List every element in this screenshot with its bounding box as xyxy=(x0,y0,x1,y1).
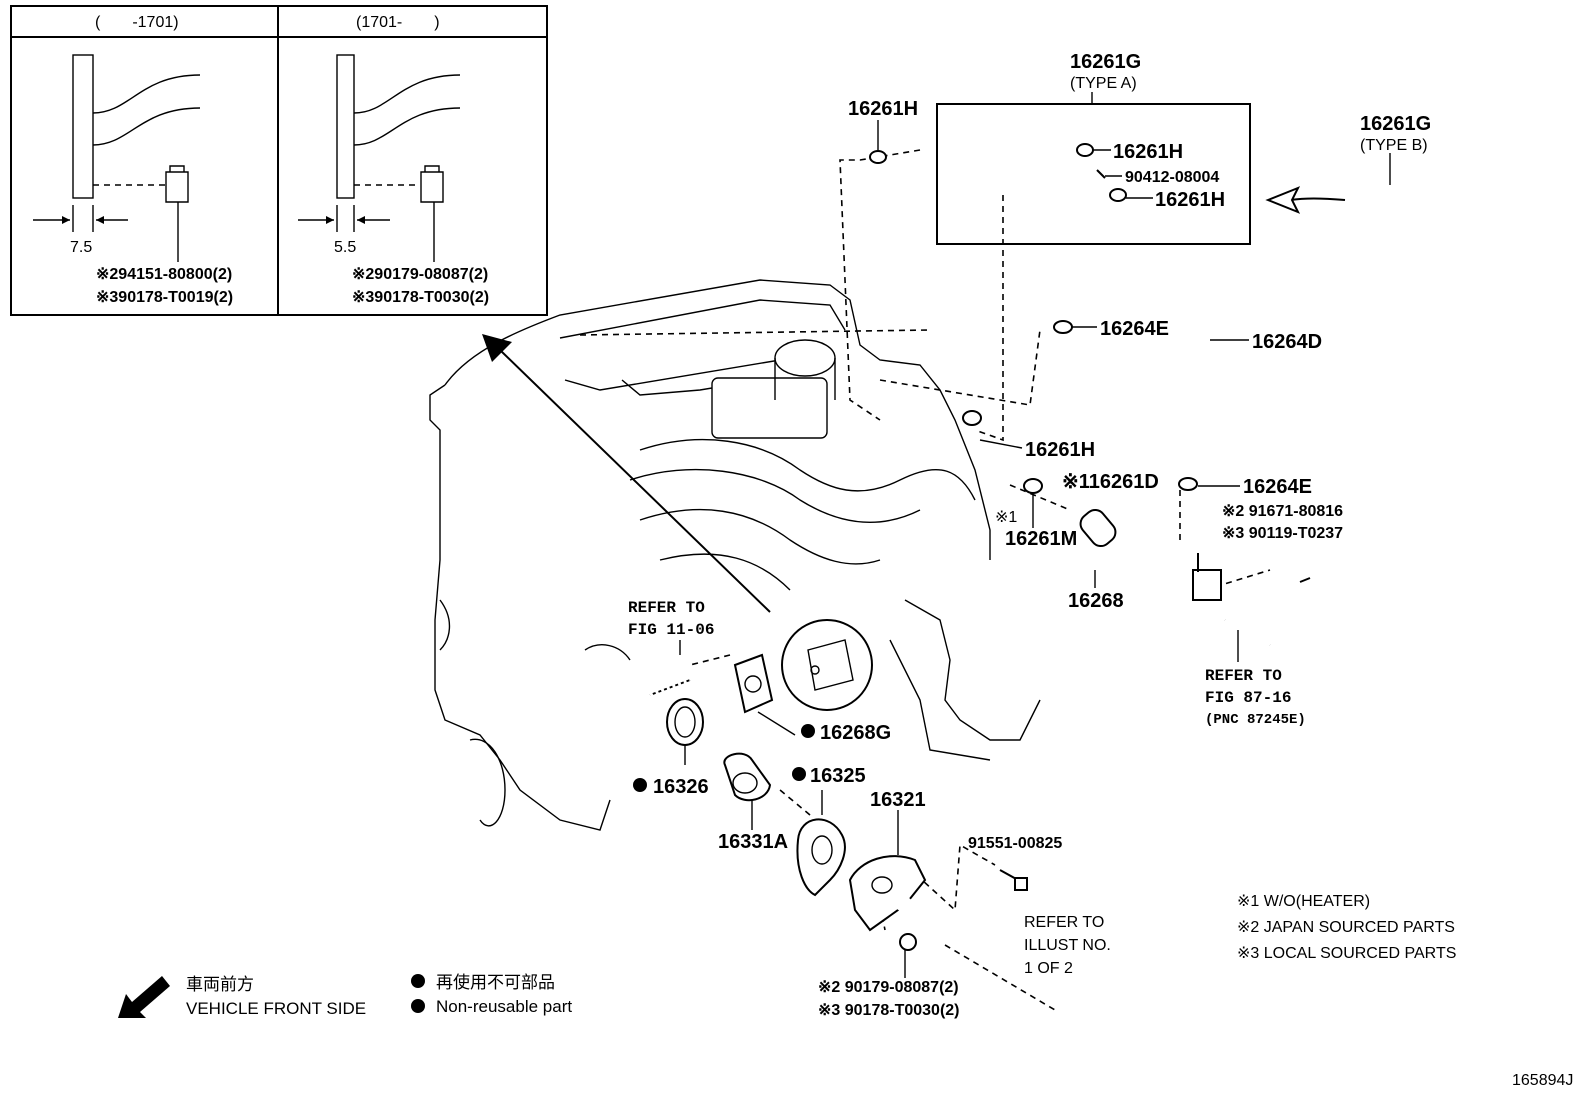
part-labels: 16261G (TYPE A) 16261G (TYPE B) 16261H 1… xyxy=(633,51,1431,1019)
dashed-leaders xyxy=(579,149,1271,931)
type-b-hose xyxy=(1265,177,1504,222)
inset-pointer-arrow xyxy=(482,334,771,613)
non-reusable-legend-dot xyxy=(411,974,425,988)
label-16321: 16321 xyxy=(870,789,926,811)
inset-right-part-1: ※290179-08087(2) xyxy=(352,266,488,283)
inset-left-part-1: ※294151-80800(2) xyxy=(96,266,232,283)
gasket-16325 xyxy=(796,790,846,897)
label-16261G-type-b: 16261G xyxy=(1360,113,1431,135)
label-90178-T0030: ※3 90178-T0030(2) xyxy=(818,1002,960,1019)
legend-front-jp: 車両前方 xyxy=(186,975,254,994)
pipe-16268 xyxy=(845,548,1311,660)
inset-left-part-2: ※390178-T0019(2) xyxy=(96,289,233,306)
inset-right-dimension: 5.5 xyxy=(334,239,356,256)
label-16268G: 16268G xyxy=(820,722,891,744)
non-reusable-legend-dot-2 xyxy=(411,999,425,1013)
reference-notes: REFER TO FIG 11-06 REFER TO FIG 87-16 (P… xyxy=(628,599,1306,977)
label-16261H-top: 16261H xyxy=(848,98,918,120)
legend: 車両前方 VEHICLE FRONT SIDE 再使用不可部品 Non-reus… xyxy=(118,972,572,1018)
label-16261G-type-b-note: (TYPE B) xyxy=(1360,137,1428,154)
zoom-circle xyxy=(781,619,873,711)
thermostat-16331A xyxy=(723,752,772,830)
footnotes: ※1 W/O(HEATER) ※2 JAPAN SOURCED PARTS ※3… xyxy=(1237,893,1456,962)
label-16264D: 16264D xyxy=(1252,331,1322,353)
ref-fig-11-06-line1: REFER TO xyxy=(628,599,705,617)
footnote-3: ※3 LOCAL SOURCED PARTS xyxy=(1237,945,1456,962)
label-90412-08004: 90412-08004 xyxy=(1125,169,1219,186)
label-16261G-type-a: 16261G xyxy=(1070,51,1141,73)
illustration-id: 165894J xyxy=(1512,1072,1573,1089)
label-16261G-type-a-note: (TYPE A) xyxy=(1070,75,1137,92)
inset-right-figure: 5.5 ※290179-08087(2) ※390178-T0030(2) xyxy=(298,54,489,306)
ref-fig-87-16-line2: FIG 87-16 xyxy=(1205,689,1291,707)
housing-16321 xyxy=(848,810,938,951)
inset-left-dimension: 7.5 xyxy=(70,239,92,256)
label-91551-00825: 91551-00825 xyxy=(968,835,1062,852)
label-16261D: ※116261D xyxy=(1062,471,1159,493)
label-90119-T0237: ※3 90119-T0237 xyxy=(1222,525,1343,542)
inset-left-range: ( -1701) xyxy=(95,14,179,31)
label-16331A: 16331A xyxy=(718,831,788,853)
label-16264E-top: 16264E xyxy=(1100,318,1169,340)
label-16261M: 16261M xyxy=(1005,528,1077,550)
label-16261H-mid: 16261H xyxy=(1025,439,1095,461)
type-a-kit-box xyxy=(936,103,1251,245)
ref-fig-87-16-line1: REFER TO xyxy=(1205,667,1282,685)
seal-16326 xyxy=(666,698,704,765)
legend-nonreuse-jp: 再使用不可部品 xyxy=(436,972,555,992)
label-16268: 16268 xyxy=(1068,590,1124,612)
clamps-near-engine xyxy=(869,150,1117,548)
vehicle-front-arrow-icon xyxy=(118,976,170,1018)
non-reusable-dot-16268G xyxy=(801,724,815,738)
inset-panel: ( -1701) (1701- ) 7.5 ※294151-80800(2) ※… xyxy=(10,5,548,316)
bolt-91551 xyxy=(999,869,1028,891)
ref-fig-87-16-line3: (PNC 87245E) xyxy=(1205,712,1306,728)
label-16261H-box-1: 16261H xyxy=(1113,141,1183,163)
hose-16264D xyxy=(1053,264,1208,491)
label-16264E-bottom: 16264E xyxy=(1243,476,1312,498)
legend-front-en: VEHICLE FRONT SIDE xyxy=(186,999,366,1018)
inset-left-figure: 7.5 ※294151-80800(2) ※390178-T0019(2) xyxy=(33,54,233,306)
label-16261H-box-2: 16261H xyxy=(1155,189,1225,211)
non-reusable-dot-16325 xyxy=(792,767,806,781)
label-16326: 16326 xyxy=(653,776,709,798)
gasket-16268G xyxy=(649,653,796,736)
label-16325: 16325 xyxy=(810,765,866,787)
inset-right-part-2: ※390178-T0030(2) xyxy=(352,289,489,306)
footnote-1: ※1 W/O(HEATER) xyxy=(1237,893,1370,910)
engine-block-outline xyxy=(429,279,1041,831)
footnote-2: ※2 JAPAN SOURCED PARTS xyxy=(1237,919,1455,936)
ref-fig-11-06-line2: FIG 11-06 xyxy=(628,621,714,639)
non-reusable-dot-16326 xyxy=(633,778,647,792)
inset-right-range: (1701- ) xyxy=(356,14,440,31)
label-90179-08087: ※2 90179-08087(2) xyxy=(818,979,959,996)
label-16261M-note: ※1 xyxy=(995,509,1017,526)
ref-illust-line1: REFER TO xyxy=(1024,914,1104,931)
ref-illust-line3: 1 OF 2 xyxy=(1024,960,1073,977)
label-91671-80816: ※2 91671-80816 xyxy=(1222,503,1343,520)
legend-nonreuse-en: Non-reusable part xyxy=(436,997,572,1016)
lower-hose-end xyxy=(944,944,1099,1064)
ref-illust-line2: ILLUST NO. xyxy=(1024,937,1111,954)
